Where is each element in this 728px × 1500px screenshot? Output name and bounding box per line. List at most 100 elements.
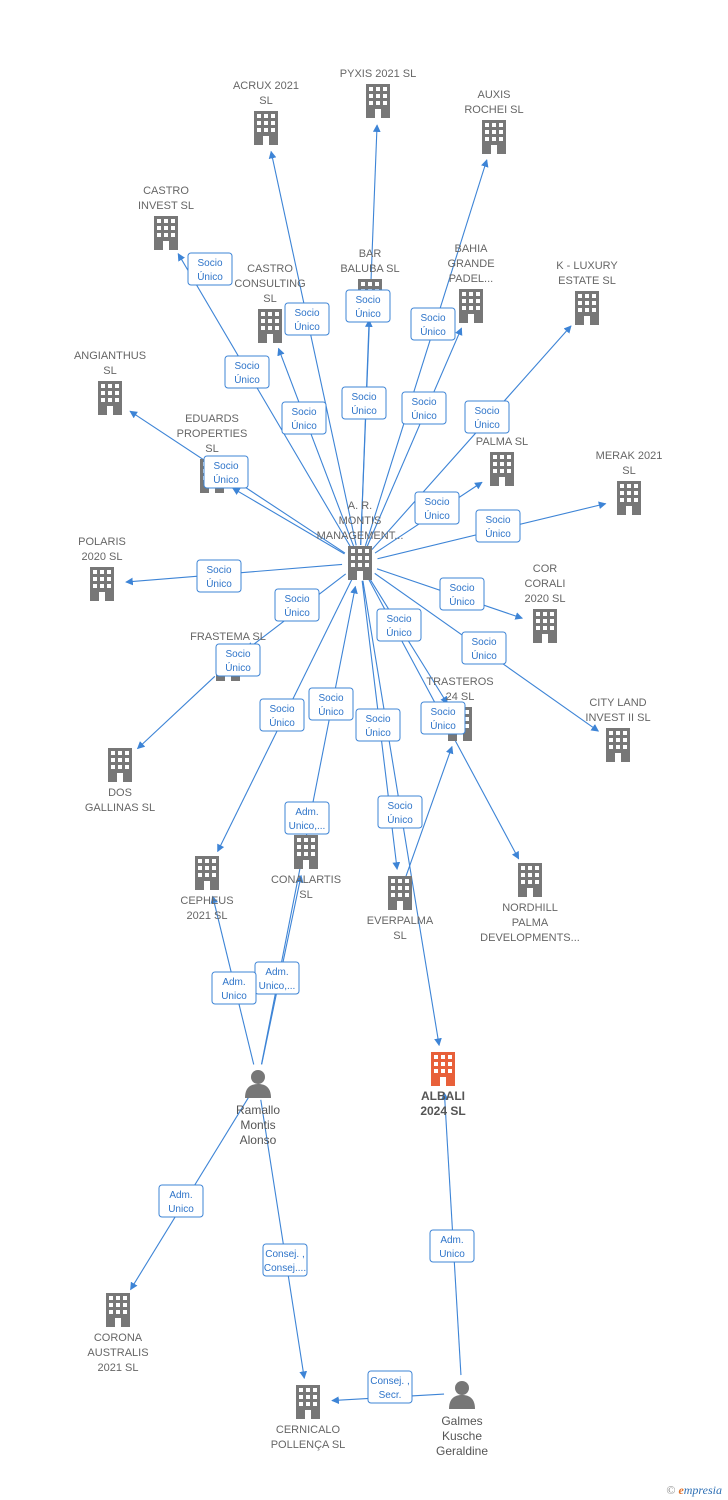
person-icon (449, 1381, 475, 1409)
relation-label-text: Socio (411, 397, 436, 408)
node-label: TRASTEROS (426, 676, 493, 688)
node-label: 24 SL (446, 691, 475, 703)
relation-label-text: Único (206, 577, 232, 590)
node-trasteros[interactable]: TRASTEROS 24 SL (426, 676, 494, 741)
building-icon (296, 1385, 320, 1419)
relation-label[interactable]: Adm.Unico,... (284, 801, 330, 835)
node-label: DOS (108, 787, 132, 799)
relation-label-text: Socio (213, 461, 238, 472)
building-icon (388, 876, 412, 910)
node-label: SL (259, 95, 272, 107)
relation-label[interactable]: Consej. ,Secr. (367, 1370, 413, 1404)
building-icon (482, 120, 506, 154)
relation-label[interactable]: Adm.Unico (429, 1229, 475, 1263)
node-label: PROPERTIES (177, 428, 248, 440)
edge-ar_montis-to-eduards (232, 487, 345, 555)
relation-label-text: Socio (351, 392, 376, 403)
relation-label[interactable]: Adm.Unico (158, 1184, 204, 1218)
building-icon (106, 1293, 130, 1327)
node-pyxis[interactable]: PYXIS 2021 SL (340, 68, 416, 118)
relation-label[interactable]: Adm. Unico (211, 971, 257, 1005)
relation-label-text: Unico (439, 1249, 465, 1260)
building-icon (154, 216, 178, 250)
node-label: CEPHEUS (180, 895, 233, 907)
relation-label-text: Socio (291, 407, 316, 418)
relation-label[interactable]: Consej. ,Consej.... (262, 1243, 308, 1277)
relation-label-text: Socio (387, 801, 412, 812)
building-icon (90, 567, 114, 601)
node-label: POLARIS (78, 536, 126, 548)
node-frastema[interactable]: FRASTEMA SL (190, 631, 266, 681)
relation-label-text: Unico (221, 991, 247, 1002)
relation-label-text: Adm. (265, 967, 288, 978)
node-label: MERAK 2021 (596, 450, 663, 462)
node-label: MANAGEMENT... (317, 530, 404, 542)
node-label: MONTIS (339, 515, 382, 527)
node-label: CITY LAND (589, 697, 646, 709)
node-label: CONALARTIS (271, 874, 341, 886)
node-ar-montis[interactable]: A. R.MONTISMANAGEMENT... (317, 500, 404, 580)
node-bahia[interactable]: BAHIAGRANDEPADEL... (447, 243, 495, 323)
node-label: CORONA (94, 1332, 143, 1344)
relation-label-text: Único (355, 307, 381, 320)
footer-brand[interactable]: © empresia (666, 1483, 722, 1498)
relation-label-text: Único (424, 509, 450, 522)
brand-logo: empresia (678, 1483, 722, 1497)
node-label: BAR (359, 248, 382, 260)
node-nordhill[interactable]: NORDHILLPALMADEVELOPMENTS... (480, 863, 580, 944)
node-label: SL (622, 465, 635, 477)
relation-label-text: Único (386, 626, 412, 639)
relation-label[interactable]: Adm.Unico,... (254, 961, 300, 995)
building-icon (617, 481, 641, 515)
node-label: ACRUX 2021 (233, 80, 299, 92)
edge-ar_montis-to-castro_consulting (277, 347, 355, 547)
node-label: EDUARDS (185, 413, 239, 425)
relation-label-text: Único (197, 270, 223, 283)
relation-label-text: Adm. (222, 977, 245, 988)
